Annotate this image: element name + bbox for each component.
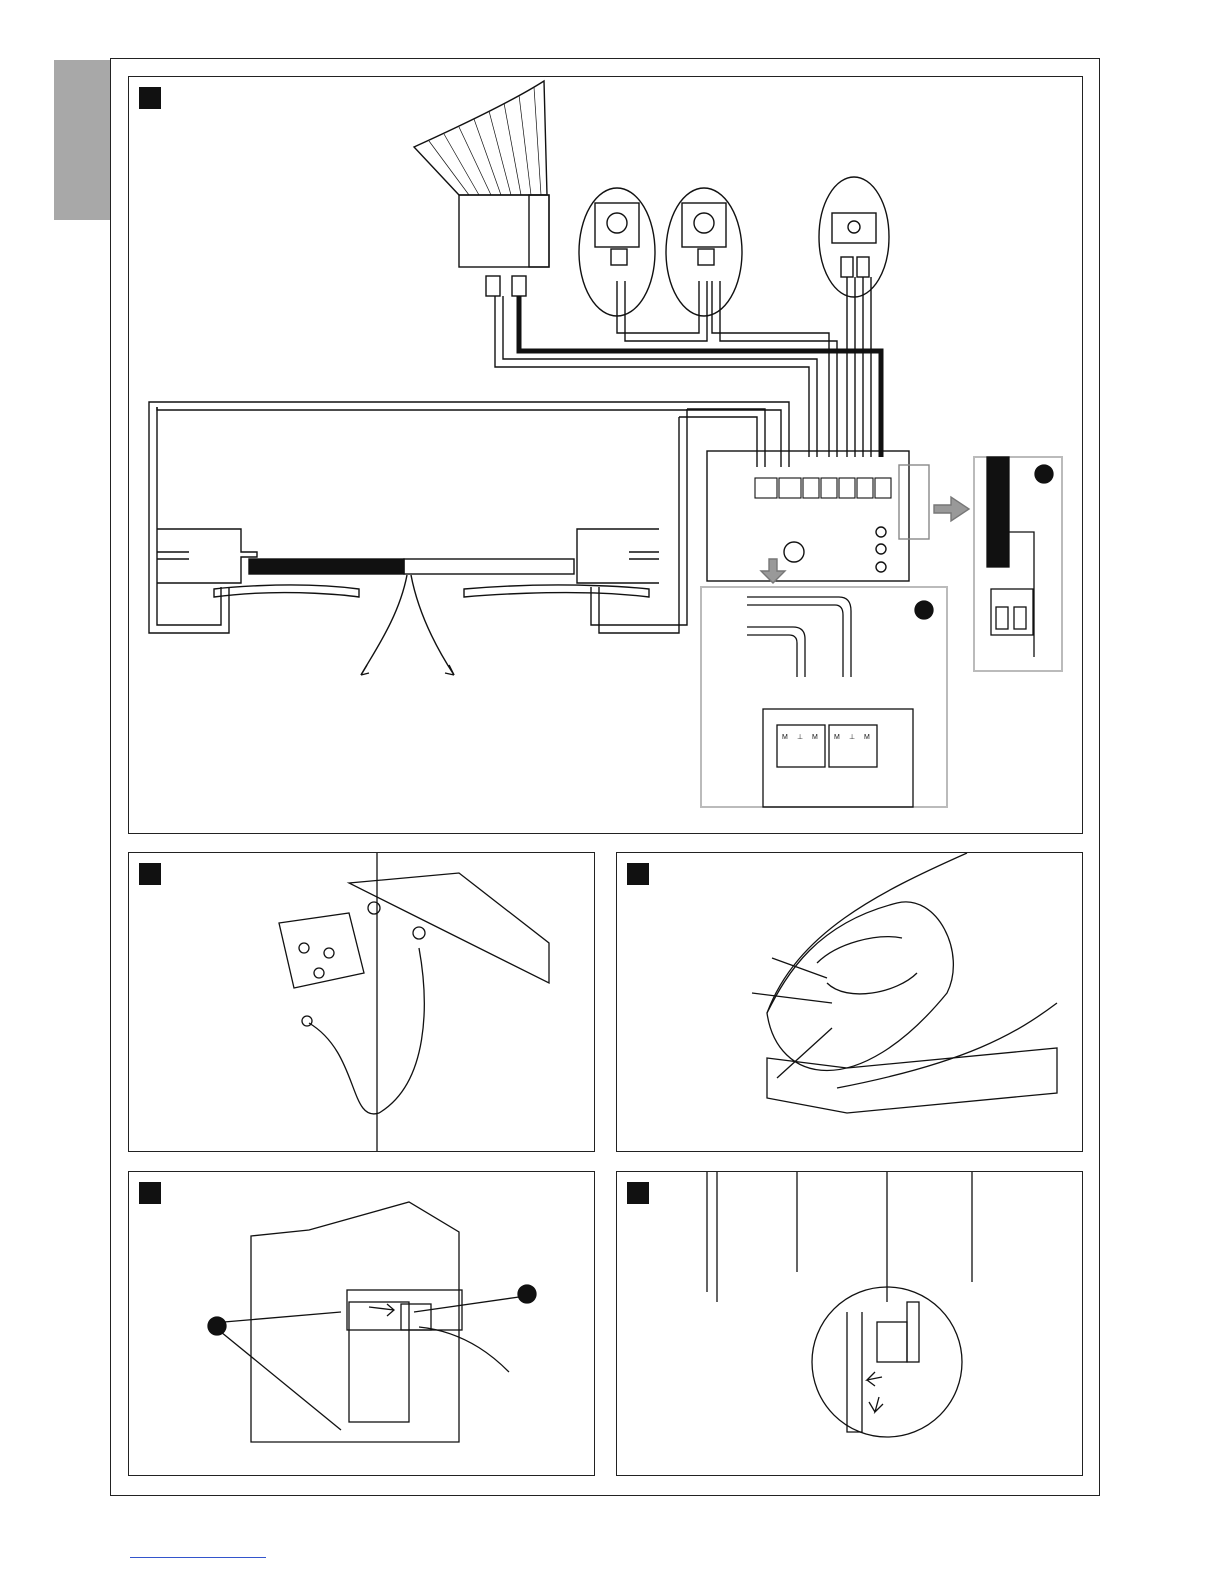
cover-removal-panel <box>616 1171 1083 1476</box>
bracket-install-panel <box>128 852 595 1152</box>
bracket-install-illustration <box>129 853 595 1152</box>
motor-wiring-illustration <box>617 853 1083 1152</box>
control-unit-icon <box>707 451 909 581</box>
cover-removal-illustration <box>617 1172 1083 1476</box>
terminal-label: ⊥ <box>849 734 855 741</box>
terminal-label: M <box>834 734 840 741</box>
key-selector-icon <box>819 177 889 297</box>
wiring-diagram-panel: M ⊥ M M ⊥ M <box>128 76 1083 834</box>
control-unit-mount-panel <box>128 1171 595 1476</box>
control-unit-mount-illustration <box>129 1172 595 1476</box>
terminal-label: M <box>812 734 818 741</box>
footer-link-underline <box>130 1557 266 1558</box>
wiring-diagram: M ⊥ M M ⊥ M <box>129 77 1083 834</box>
photocell-2-icon <box>666 188 742 316</box>
motor-wiring-panel <box>616 852 1083 1152</box>
side-tab <box>54 60 110 220</box>
terminal-label: ⊥ <box>797 734 803 741</box>
terminal-label: M <box>782 734 788 741</box>
terminal-label: M <box>864 734 870 741</box>
